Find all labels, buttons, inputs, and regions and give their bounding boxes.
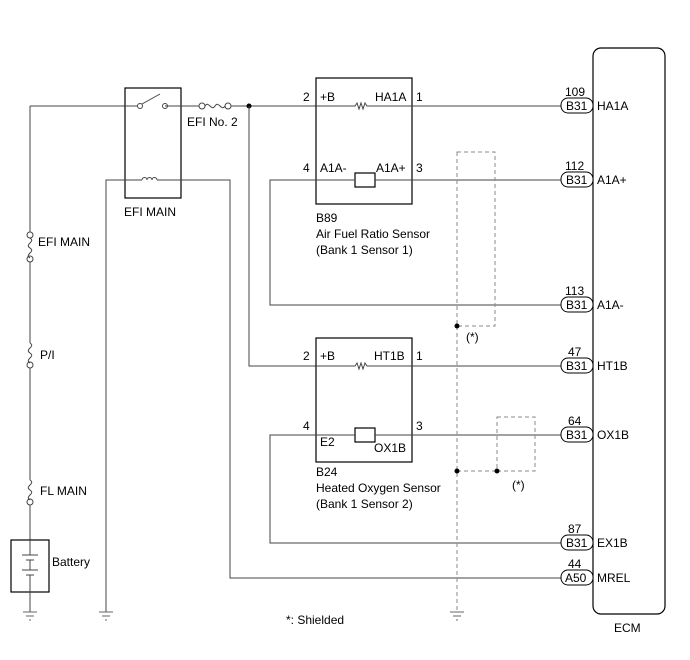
b24-name-line1: Heated Oxygen Sensor [316,481,441,495]
ecm-connector-code: B31 [566,359,588,373]
b89-code: B89 [316,211,338,225]
sensor-b24 [315,337,413,463]
b24-code: B24 [316,465,338,479]
ecm-label: ECM [614,621,641,635]
b89-pin1-number: 1 [416,90,423,104]
battery-label: Battery [52,555,90,569]
ecm-connector-code: B31 [566,99,588,113]
b24-pin2-number: 2 [303,349,310,363]
relay-coil-icon [125,177,181,181]
ecm-terminal-number: 87 [568,522,582,536]
pi-fuse-label: P/I [40,348,55,362]
ecm-terminal-112: 112 B31 A1A+ [560,159,627,188]
b24-pin2-name: +B [320,349,335,363]
power-supply-column: EFI MAIN P/I FL MAIN Battery [10,105,125,621]
ecm-terminal-number: 44 [568,557,582,571]
b89-pin4-name: A1A- [320,161,347,175]
sensor-b89 [315,77,413,205]
ecm-terminal-64: 64 B31 OX1B [560,414,629,443]
ecm-terminal-109: 109 B31 HA1A [560,85,628,114]
ecm-terminal-name: MREL [597,571,631,585]
ecm-terminal-number: 64 [568,414,582,428]
shielded-footnote: *: Shielded [286,613,344,627]
efi-main-relay [124,87,182,199]
ecm-terminal-name: HA1A [597,99,628,113]
b89-pin2-name: +B [320,90,335,104]
ecm-terminal-number: 112 [565,159,584,173]
b89-pin3-number: 3 [416,161,423,175]
b24-pin3-number: 3 [416,419,423,433]
ecm-terminal-number: 113 [565,284,584,298]
ecm-connector-code: B31 [566,428,588,442]
shield-mark-2: (*) [512,478,525,492]
fl-main-fuse-label: FL MAIN [40,484,87,498]
ecm-connector-code: B31 [566,536,588,550]
ecm-box [592,47,666,615]
b24-pin4-name: E2 [320,435,335,449]
b89-name-line2: (Bank 1 Sensor 1) [316,243,413,257]
ecm-terminal-name: A1A+ [597,173,627,187]
ecm-connector-code: A50 [565,571,587,585]
shield-lines [450,151,536,621]
efi-main-fuse-label: EFI MAIN [38,235,90,249]
b89-pin2-number: 2 [303,90,310,104]
ecm-terminal-87: 87 B31 EX1B [560,522,628,551]
b89-name-line1: Air Fuel Ratio Sensor [316,227,430,241]
b89-pin3-name: A1A+ [376,161,406,175]
ecm-terminal-number: 109 [565,85,585,99]
relay-label: EFI MAIN [124,205,176,219]
ecm-terminal-44: 44 A50 MREL [560,557,631,586]
b89-pin1-name: HA1A [375,90,406,104]
ecm-terminal-name: EX1B [597,536,628,550]
ecm-terminal-name: A1A- [597,298,624,312]
battery-icon [10,539,50,593]
ecm-terminal-47: 47 B31 HT1B [560,345,628,374]
relay-ground-icon [99,611,113,621]
b24-name-line2: (Bank 1 Sensor 2) [316,497,413,511]
shield-mark-1: (*) [466,330,479,344]
b24-pin1-number: 1 [416,349,423,363]
b24-pin4-number: 4 [303,419,310,433]
b24-pin3-name: OX1B [374,441,406,455]
ecm-terminal-name: HT1B [597,359,628,373]
ecm-terminal-113: 113 B31 A1A- [560,284,624,313]
ecm-terminal-name: OX1B [597,428,629,442]
relay-switch-icon [125,93,181,109]
b24-pin1-name: HT1B [374,349,405,363]
ecm-terminal-number: 47 [568,345,582,359]
b89-pin4-number: 4 [303,161,310,175]
fl-main-fuse-icon [26,479,34,506]
ecm-connector-code: B31 [566,173,588,187]
battery-ground-icon [23,611,37,621]
efi-no2-fuse-icon [198,102,232,110]
efi-main-fuse-icon [26,231,34,263]
pi-fuse-icon [26,342,34,369]
ecm-connector-code: B31 [566,298,588,312]
shield-ground-icon [450,611,464,621]
efi-no2-fuse-label: EFI No. 2 [187,115,238,129]
